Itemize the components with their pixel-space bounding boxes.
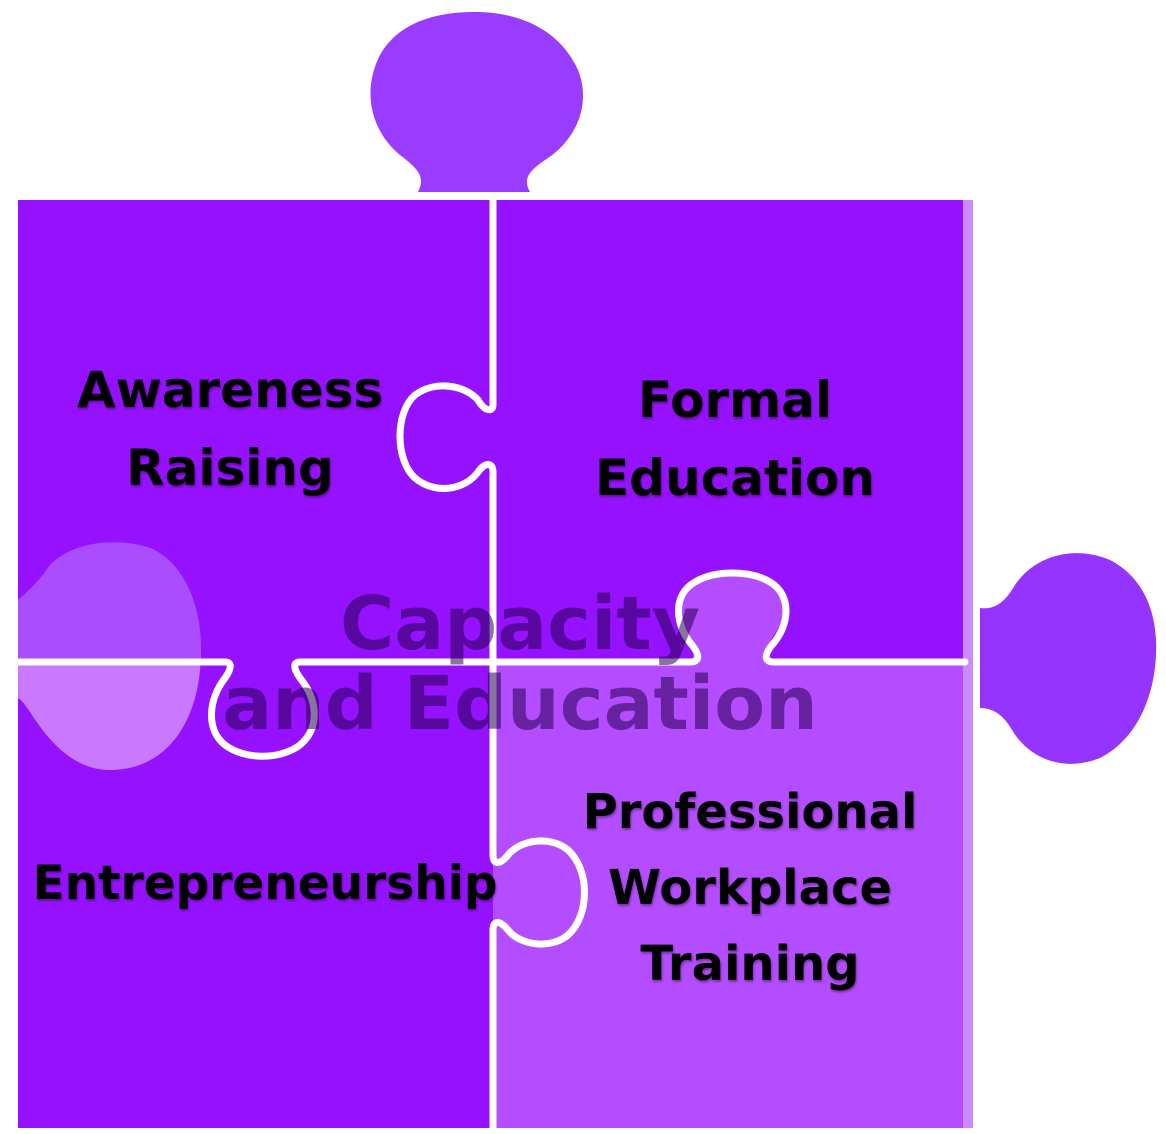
seam-horizontal-left (14, 658, 497, 760)
piece-bottom-right (493, 662, 965, 1128)
label-entrepreneurship: Entrepreneurship (20, 860, 510, 907)
knob-right (980, 553, 1157, 764)
ghost-knob-left-upper (18, 542, 201, 662)
label-awareness-line1: Awareness (76, 361, 384, 419)
seam-vertical-lower (489, 658, 588, 1132)
center-title-line1: Capacity (340, 581, 700, 667)
label-professional-workplace-training: Professional Workplace Training (580, 788, 920, 988)
label-formal-education: Formal Education (575, 375, 895, 503)
label-entre-line1: Entrepreneurship (32, 856, 498, 911)
label-prof-line2: Workplace (607, 860, 892, 916)
center-title-line2: and Education (222, 660, 818, 747)
label-prof-line1: Professional (582, 784, 918, 840)
seam-vertical-upper (396, 196, 497, 666)
right-edge-strip (963, 200, 973, 1128)
seam-lines (14, 196, 969, 1132)
knob-top (370, 12, 584, 192)
seam-horizontal-right (489, 569, 969, 666)
center-title: Capacity and Education (180, 581, 860, 747)
label-prof-line3: Training (640, 936, 860, 992)
label-formal-line2: Education (595, 449, 875, 507)
label-awareness-line2: Raising (126, 439, 334, 497)
label-formal-line1: Formal (637, 371, 833, 429)
knob-bottom-right-tab (676, 570, 784, 662)
label-awareness-raising: Awareness Raising (60, 365, 400, 493)
